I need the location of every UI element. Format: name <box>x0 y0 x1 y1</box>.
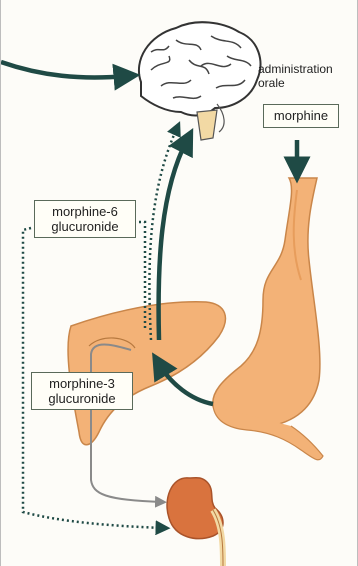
administration-label: administration orale <box>258 62 333 90</box>
arrow-to-brain <box>1 62 127 77</box>
kidney <box>167 478 223 566</box>
m6g-box: morphine-6 glucuronide <box>34 200 136 238</box>
m3g-box: morphine-3 glucuronide <box>31 372 133 410</box>
brain <box>139 22 260 140</box>
stomach <box>213 178 323 460</box>
morphine-box: morphine <box>263 104 339 128</box>
